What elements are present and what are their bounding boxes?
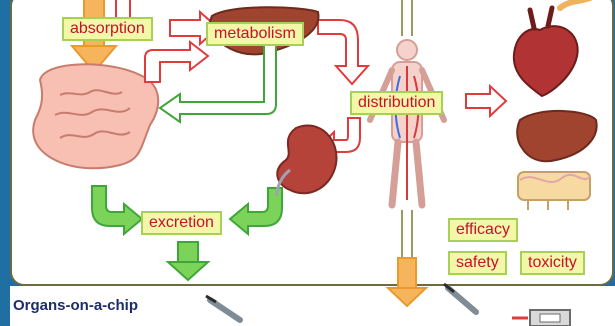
kidney-icon	[276, 126, 337, 196]
syringe-icon-left	[206, 296, 240, 320]
toxicity-label: toxicity	[520, 251, 585, 275]
human-body-icon	[370, 0, 444, 272]
organs-on-a-chip-title: Organs-on-a-chip	[13, 297, 138, 314]
efficacy-label: efficacy	[448, 218, 518, 242]
absorption-label: absorption	[62, 17, 153, 41]
metabolism-label: metabolism	[206, 22, 304, 46]
skin-icon	[518, 172, 590, 210]
chip-device-icon	[512, 310, 570, 326]
distribution-label: distribution	[350, 91, 443, 115]
safety-label: safety	[448, 251, 507, 275]
outgoing-arrow	[388, 258, 426, 306]
excretion-label: excretion	[141, 211, 222, 235]
syringe-icon-right	[444, 284, 476, 312]
intestine-icon	[33, 64, 158, 168]
liver-icon-right	[517, 111, 596, 161]
heart-icon	[514, 0, 590, 96]
